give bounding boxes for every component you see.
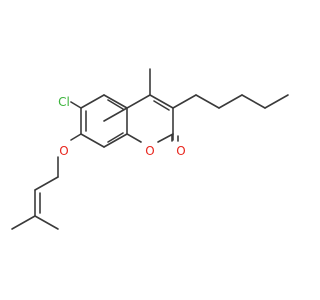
double-bond-inner (107, 132, 124, 143)
double-bond-inner (107, 99, 124, 110)
bond (241, 94, 266, 109)
carbonyl-oxygen-label: O (176, 144, 185, 158)
chlorine-atom: Cl (58, 95, 70, 109)
bond (103, 94, 128, 109)
carbonyl-oxygen-atom: O (176, 144, 185, 158)
ether-oxygen-atom: O (59, 144, 68, 158)
hexyl-chain (172, 94, 289, 109)
bond (34, 215, 59, 230)
bond (126, 94, 151, 109)
bond (218, 94, 243, 109)
bond (149, 94, 174, 109)
bond (172, 94, 197, 109)
double-bond-inner (153, 100, 170, 111)
chlorine-bond (70, 101, 82, 109)
bond (34, 176, 59, 191)
ether-bond (70, 133, 82, 141)
pyranone-ring (126, 94, 174, 143)
bond (157, 133, 174, 143)
molecule-canvas: Cl O O O (11, 68, 289, 230)
structure-diagram: Cl O O O (11, 68, 289, 230)
bond (195, 94, 220, 109)
ring-oxygen-label: O (145, 144, 154, 158)
bond (264, 94, 289, 109)
benzene-ring (80, 94, 128, 148)
bond (80, 94, 105, 109)
bond (126, 133, 142, 143)
bond (103, 107, 128, 122)
ether-oxygen-label: O (59, 144, 68, 158)
chlorine-label: Cl (58, 95, 70, 109)
bond (11, 215, 36, 230)
bond (80, 133, 105, 148)
prenyl-chain (11, 156, 59, 230)
carbonyl-group (171, 133, 179, 142)
bond (103, 133, 128, 148)
ring-oxygen-atom: O (145, 144, 154, 158)
